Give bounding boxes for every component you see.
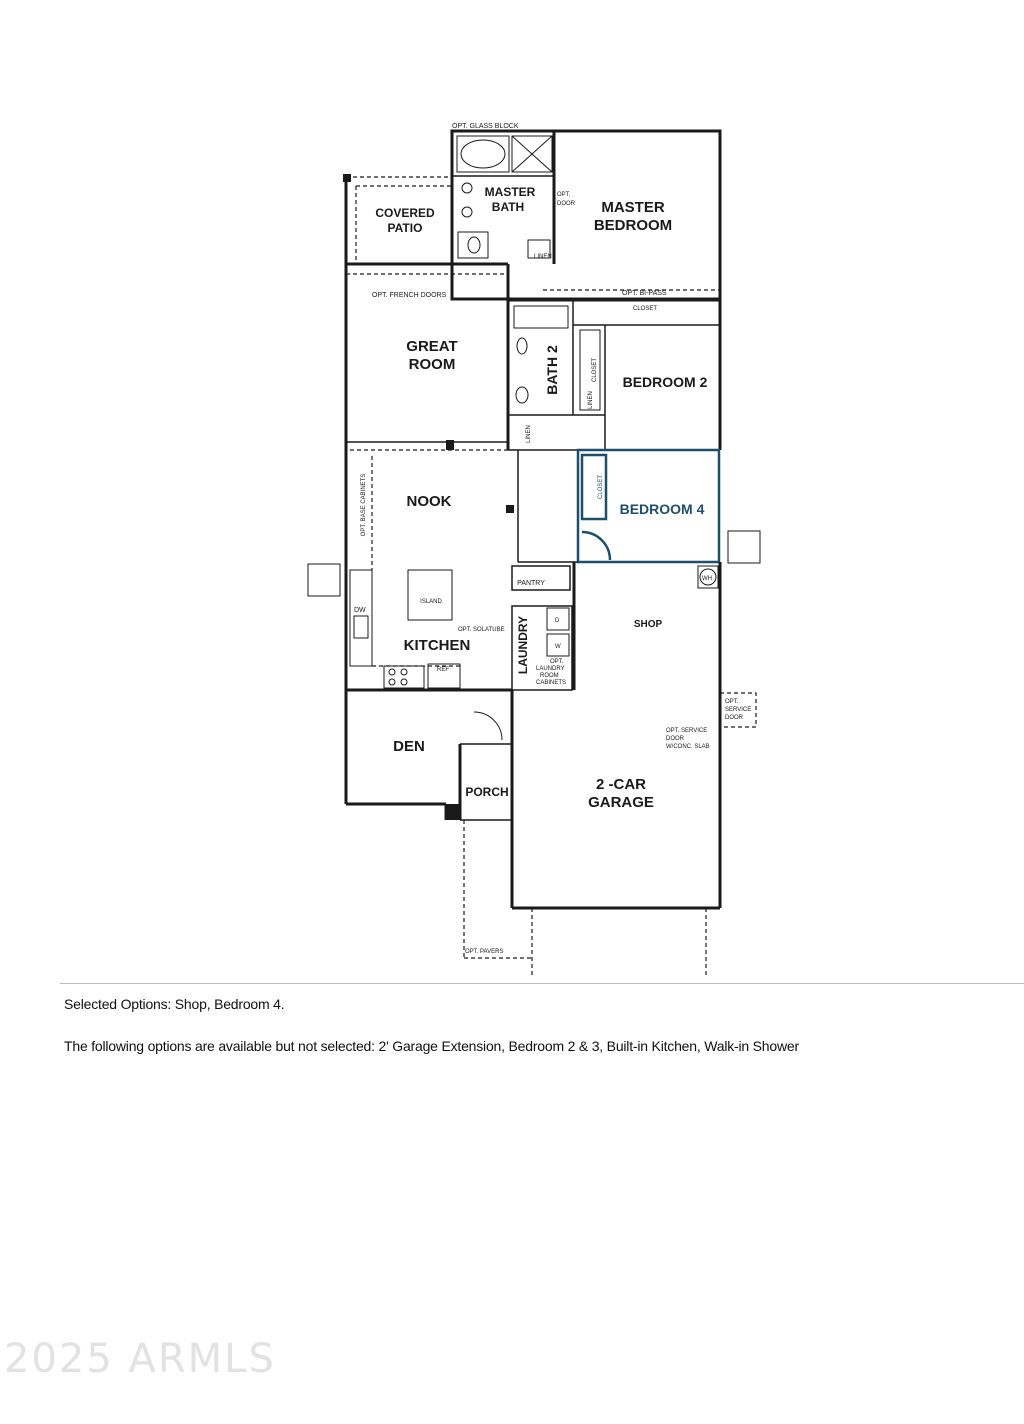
- note-linen-master: LINEN: [534, 254, 552, 260]
- note-laundry-cab-2: LAUNDRY: [536, 666, 565, 672]
- room-pantry: PANTRY: [517, 580, 545, 587]
- available-options: The following options are available but …: [64, 1038, 799, 1054]
- master-suite-walls: [450, 129, 722, 301]
- room-bath2: BATH 2: [544, 345, 560, 395]
- watermark: 2025 ARMLS: [4, 1336, 276, 1382]
- floor-plan: MASTER BEDROOM MASTER BATH COVERED PATIO…: [307, 123, 761, 978]
- room-master-bedroom-2: BEDROOM: [594, 217, 672, 234]
- main-walls: [344, 131, 722, 804]
- note-washer: W: [555, 644, 561, 650]
- room-covered-patio-1: COVERED: [375, 206, 435, 220]
- room-nook: NOOK: [407, 493, 452, 510]
- note-wh: WH: [702, 576, 712, 582]
- room-master-bedroom-1: MASTER: [601, 199, 665, 216]
- note-closet-master: CLOSET: [633, 306, 657, 312]
- garage-walls: [307, 530, 761, 978]
- note-laundry-cab-4: CABINETS: [536, 680, 566, 686]
- room-bedroom4: BEDROOM 4: [620, 501, 705, 517]
- room-laundry: LAUNDRY: [516, 616, 530, 674]
- covered-patio-outline: [343, 174, 452, 264]
- note-service-door-2: SERVICE: [725, 707, 751, 713]
- note-dryer: D: [555, 618, 560, 624]
- note-service-slab-2: DOOR: [666, 736, 685, 742]
- room-bedroom2: BEDROOM 2: [623, 374, 708, 390]
- room-kitchen: KITCHEN: [404, 637, 471, 654]
- note-closet-bed2: CLOSET: [592, 358, 598, 382]
- note-solatube: OPT. SOLATUBE: [458, 627, 505, 633]
- interior-walls-mid: [346, 300, 720, 451]
- bedroom4-walls: [576, 448, 721, 564]
- divider: [60, 983, 1024, 984]
- note-glass-block: OPT. GLASS BLOCK: [452, 123, 519, 130]
- note-bipass: OPT. BI-PASS: [622, 290, 667, 297]
- label-island: ISLAND: [420, 599, 442, 605]
- room-master-bath-2: BATH: [492, 200, 524, 214]
- note-linen-bed2: LINEN: [588, 391, 594, 409]
- note-service-slab-3: W/CONC. SLAB: [666, 744, 710, 750]
- room-master-bath-1: MASTER: [485, 185, 536, 199]
- note-laundry-cab-3: ROOM: [540, 673, 559, 679]
- note-french-doors: OPT. FRENCH DOORS: [372, 292, 447, 299]
- room-great-room-2: ROOM: [409, 356, 456, 373]
- note-laundry-cab-1: OPT.: [550, 659, 564, 665]
- room-porch: PORCH: [465, 785, 508, 799]
- kitchen-walls: [346, 450, 578, 692]
- note-ref: REF: [437, 667, 449, 673]
- note-closet-bed4: CLOSET: [598, 475, 604, 499]
- den-porch-walls: [346, 711, 532, 959]
- room-covered-patio-2: PATIO: [388, 221, 423, 235]
- room-garage-1: 2 -CAR: [596, 776, 646, 793]
- note-opt-door-1: OPT.: [557, 192, 571, 198]
- pantry-laundry-walls: [511, 565, 573, 691]
- note-service-slab-1: OPT. SERVICE: [666, 728, 707, 734]
- note-linen-hall: LINEN: [526, 425, 532, 443]
- note-opt-door-2: DOOR: [557, 201, 576, 207]
- note-service-door-1: OPT.: [725, 699, 739, 705]
- room-shop: SHOP: [634, 619, 663, 630]
- room-garage-2: GARAGE: [588, 794, 654, 811]
- note-pavers: OPT. PAVERS: [465, 949, 503, 955]
- note-dw: DW: [354, 607, 366, 614]
- room-den: DEN: [393, 738, 425, 755]
- note-service-door-3: DOOR: [725, 715, 744, 721]
- room-great-room-1: GREAT: [406, 338, 457, 355]
- selected-options: Selected Options: Shop, Bedroom 4.: [64, 996, 285, 1012]
- note-base-cabinets: OPT. BASE CABINETS: [361, 474, 367, 537]
